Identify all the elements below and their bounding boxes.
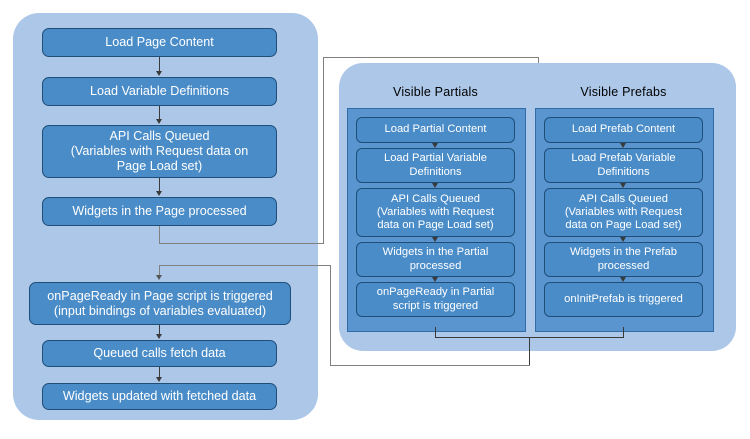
components-to-onpageready-connector bbox=[159, 265, 331, 267]
partial-step-label: Load Partial Content bbox=[384, 123, 487, 136]
page-to-components-connector bbox=[159, 226, 161, 244]
components-to-onpageready-connector bbox=[330, 265, 332, 366]
page-arrow-line bbox=[159, 178, 160, 192]
page-step-box: Widgets in the Page processed bbox=[42, 197, 277, 226]
page-step-label: Load Variable Definitions bbox=[89, 84, 230, 99]
partial-arrow-head bbox=[432, 183, 438, 188]
page-step-label: onPageReady in Page script is triggered(… bbox=[47, 288, 273, 318]
prefab-step-box: onInitPrefab is triggered bbox=[544, 282, 703, 317]
partial-arrow-head bbox=[432, 277, 438, 282]
page-arrow-head bbox=[156, 191, 162, 196]
components-merge-connector bbox=[435, 327, 436, 338]
components-merge-connector bbox=[623, 327, 624, 338]
page-arrow-line bbox=[159, 325, 160, 335]
page-to-components-connector bbox=[323, 57, 325, 244]
page-step-box: onPageReady in Page script is triggered(… bbox=[29, 282, 291, 325]
page-arrow-head bbox=[156, 71, 162, 76]
page-arrow-line bbox=[159, 106, 160, 120]
page-step-label: Widgets updated with fetched data bbox=[62, 389, 257, 404]
partial-arrow-head bbox=[432, 143, 438, 148]
prefabs-column-title: Visible Prefabs bbox=[580, 85, 667, 99]
partial-step-box: Load Partial Content bbox=[356, 117, 515, 143]
components-merge-connector bbox=[529, 337, 530, 366]
page-step-box: Load Page Content bbox=[42, 28, 277, 57]
prefab-arrow-head bbox=[620, 277, 626, 282]
page-step-label: Widgets in the Page processed bbox=[72, 204, 247, 219]
prefab-step-label: onInitPrefab is triggered bbox=[564, 292, 683, 305]
page-step-box: Queued calls fetch data bbox=[42, 340, 277, 367]
page-to-components-connector bbox=[323, 57, 539, 59]
page-arrow-line bbox=[159, 367, 160, 378]
prefab-step-box: Load Prefab Content bbox=[544, 117, 703, 143]
page-arrow-head bbox=[156, 377, 162, 382]
page-step-label: Load Page Content bbox=[105, 35, 214, 50]
page-step-box: API Calls Queued(Variables with Request … bbox=[42, 125, 277, 178]
page-step-label: API Calls Queued(Variables with Request … bbox=[70, 129, 249, 173]
components-to-onpageready-arrow-head bbox=[156, 275, 162, 280]
page-step-box: Widgets updated with fetched data bbox=[42, 383, 277, 410]
page-to-components-connector bbox=[159, 243, 324, 245]
prefab-arrow-head bbox=[620, 237, 626, 242]
visible-components-group: Visible Partials Visible Prefabs Load Pa… bbox=[339, 63, 736, 351]
prefab-arrow-head bbox=[620, 183, 626, 188]
partial-arrow-head bbox=[432, 237, 438, 242]
page-step-label: Queued calls fetch data bbox=[93, 346, 226, 361]
page-arrow-line bbox=[159, 57, 160, 72]
page-arrow-head bbox=[156, 334, 162, 339]
components-to-onpageready-connector bbox=[330, 365, 530, 367]
components-to-onpageready-connector bbox=[159, 265, 161, 276]
page-step-box: Load Variable Definitions bbox=[42, 77, 277, 106]
prefab-step-label: Load Prefab Content bbox=[571, 123, 676, 136]
prefab-arrow-head bbox=[620, 143, 626, 148]
page-arrow-head bbox=[156, 119, 162, 124]
partials-column-title: Visible Partials bbox=[393, 85, 478, 99]
